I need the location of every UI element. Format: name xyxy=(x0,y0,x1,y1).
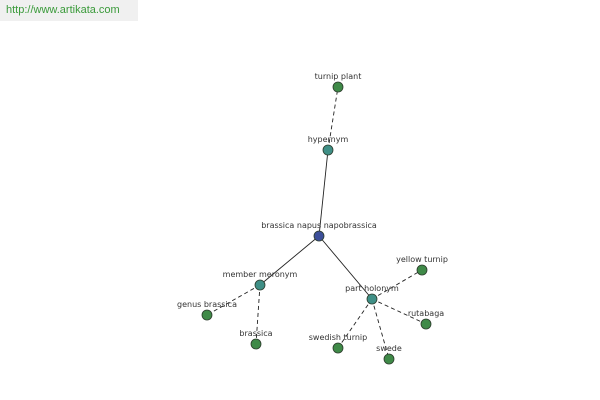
node-genus-brassica[interactable] xyxy=(201,309,213,321)
node-swede[interactable] xyxy=(383,353,395,365)
edge-part_holonym-to-yellow_turnip xyxy=(371,269,423,300)
edge-part_holonym-to-swedish_turnip xyxy=(337,298,373,349)
label-yellow-turnip[interactable]: yellow turnip xyxy=(396,255,448,264)
node-brassica[interactable] xyxy=(250,338,262,350)
edge-center-to-part_holonym xyxy=(318,235,373,300)
node-rutabaga[interactable] xyxy=(420,318,432,330)
label-member-meronym[interactable]: member meronym xyxy=(223,270,298,279)
edge-part_holonym-to-swede xyxy=(371,298,390,360)
node-swedish-turnip[interactable] xyxy=(332,342,344,354)
site-url-text[interactable]: http://www.artikata.com xyxy=(6,4,120,16)
edge-part_holonym-to-rutabaga xyxy=(371,298,427,325)
node-center[interactable] xyxy=(313,230,325,242)
label-turnip-plant[interactable]: turnip plant xyxy=(315,72,362,81)
site-url-banner[interactable]: http://www.artikata.com xyxy=(0,0,138,21)
label-part-holonym[interactable]: part holonym xyxy=(345,284,399,293)
label-rutabaga[interactable]: rutabaga xyxy=(408,309,444,318)
label-genus-brassica[interactable]: genus brassica xyxy=(177,300,237,309)
edge-center-to-member_meronym xyxy=(259,235,320,286)
edge-hypernym-to-turnip_plant xyxy=(327,86,339,151)
node-yellow-turnip[interactable] xyxy=(416,264,428,276)
graph-nodes xyxy=(201,81,432,365)
label-swede[interactable]: swede xyxy=(376,344,402,353)
node-hypernym[interactable] xyxy=(322,144,334,156)
node-turnip-plant[interactable] xyxy=(332,81,344,93)
graph-labels: brassica napus napobrassica hypernym turni… xyxy=(177,72,448,353)
label-swedish-turnip[interactable]: swedish turnip xyxy=(309,333,367,342)
edge-center-to-hypernym xyxy=(318,149,329,237)
label-brassica[interactable]: brassica xyxy=(239,329,272,338)
edge-member_meronym-to-brassica xyxy=(255,284,261,345)
label-hypernym[interactable]: hypernym xyxy=(308,135,349,144)
graph-edges xyxy=(206,86,427,360)
edge-member_meronym-to-genus_brassica xyxy=(206,284,261,316)
node-member-meronym[interactable] xyxy=(254,279,266,291)
node-part-holonym[interactable] xyxy=(366,293,378,305)
label-center[interactable]: brassica napus napobrassica xyxy=(261,221,377,230)
